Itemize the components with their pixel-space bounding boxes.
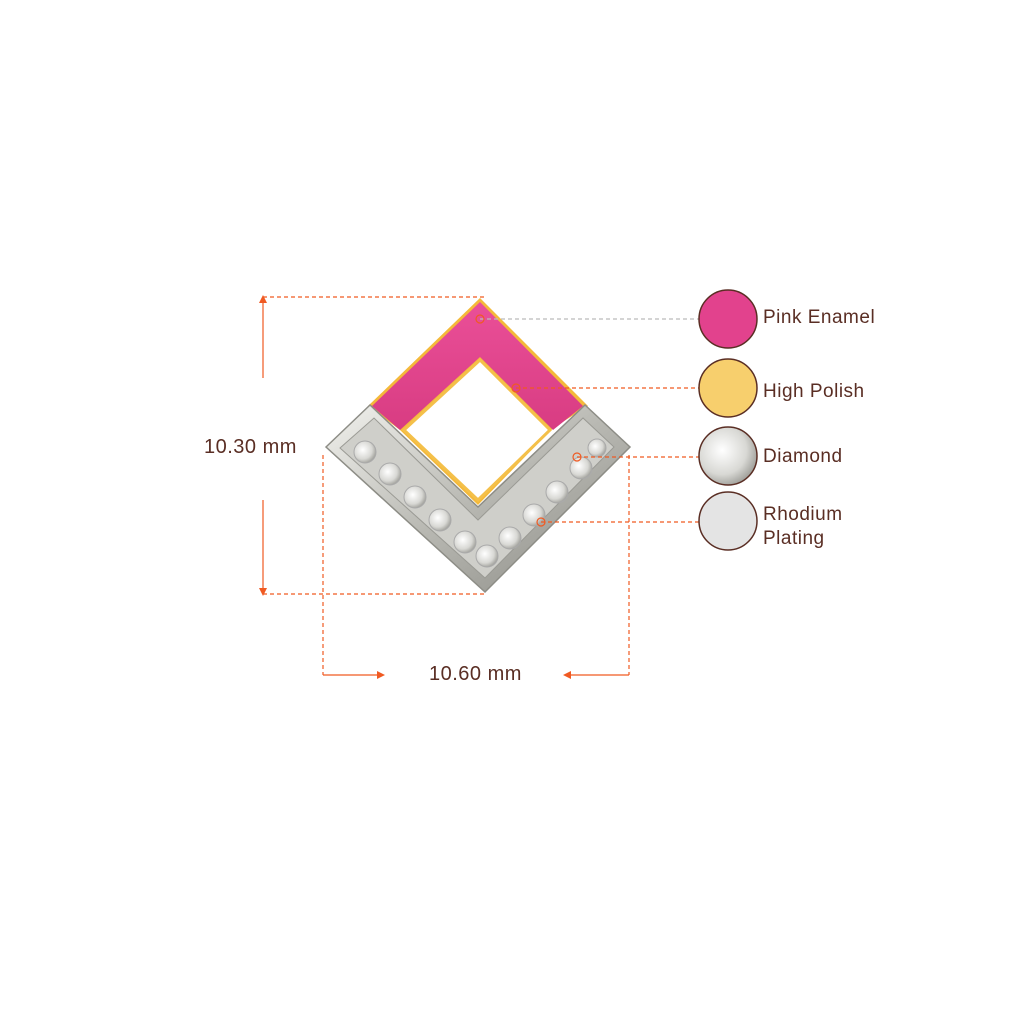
pave-setting bbox=[339, 417, 615, 579]
height-dimension-label: 10.30 mm bbox=[204, 436, 297, 458]
legend-swatches bbox=[698, 289, 758, 551]
legend-label-high-polish: High Polish bbox=[763, 381, 865, 402]
legend-label-rhodium-line2: Plating bbox=[763, 528, 825, 549]
swatch-high-polish bbox=[698, 358, 758, 418]
dimension-lines bbox=[262, 296, 700, 676]
diamond-stones bbox=[353, 438, 607, 568]
dimension-arrowheads bbox=[259, 295, 571, 679]
legend-label-rhodium-line1: Rhodium bbox=[763, 504, 843, 525]
swatch-rhodium bbox=[698, 491, 758, 551]
swatch-diamond bbox=[698, 426, 758, 486]
center-opening bbox=[401, 357, 553, 503]
width-dimension-label: 10.60 mm bbox=[429, 663, 522, 685]
pendant-image bbox=[324, 298, 632, 594]
swatch-pink-enamel bbox=[698, 289, 758, 349]
legend-label-pink-enamel: Pink Enamel bbox=[763, 307, 876, 328]
legend-label-diamond: Diamond bbox=[763, 446, 843, 467]
pink-enamel-band bbox=[372, 302, 583, 430]
legend-label-rhodium: Rhodium Plating bbox=[763, 503, 843, 551]
